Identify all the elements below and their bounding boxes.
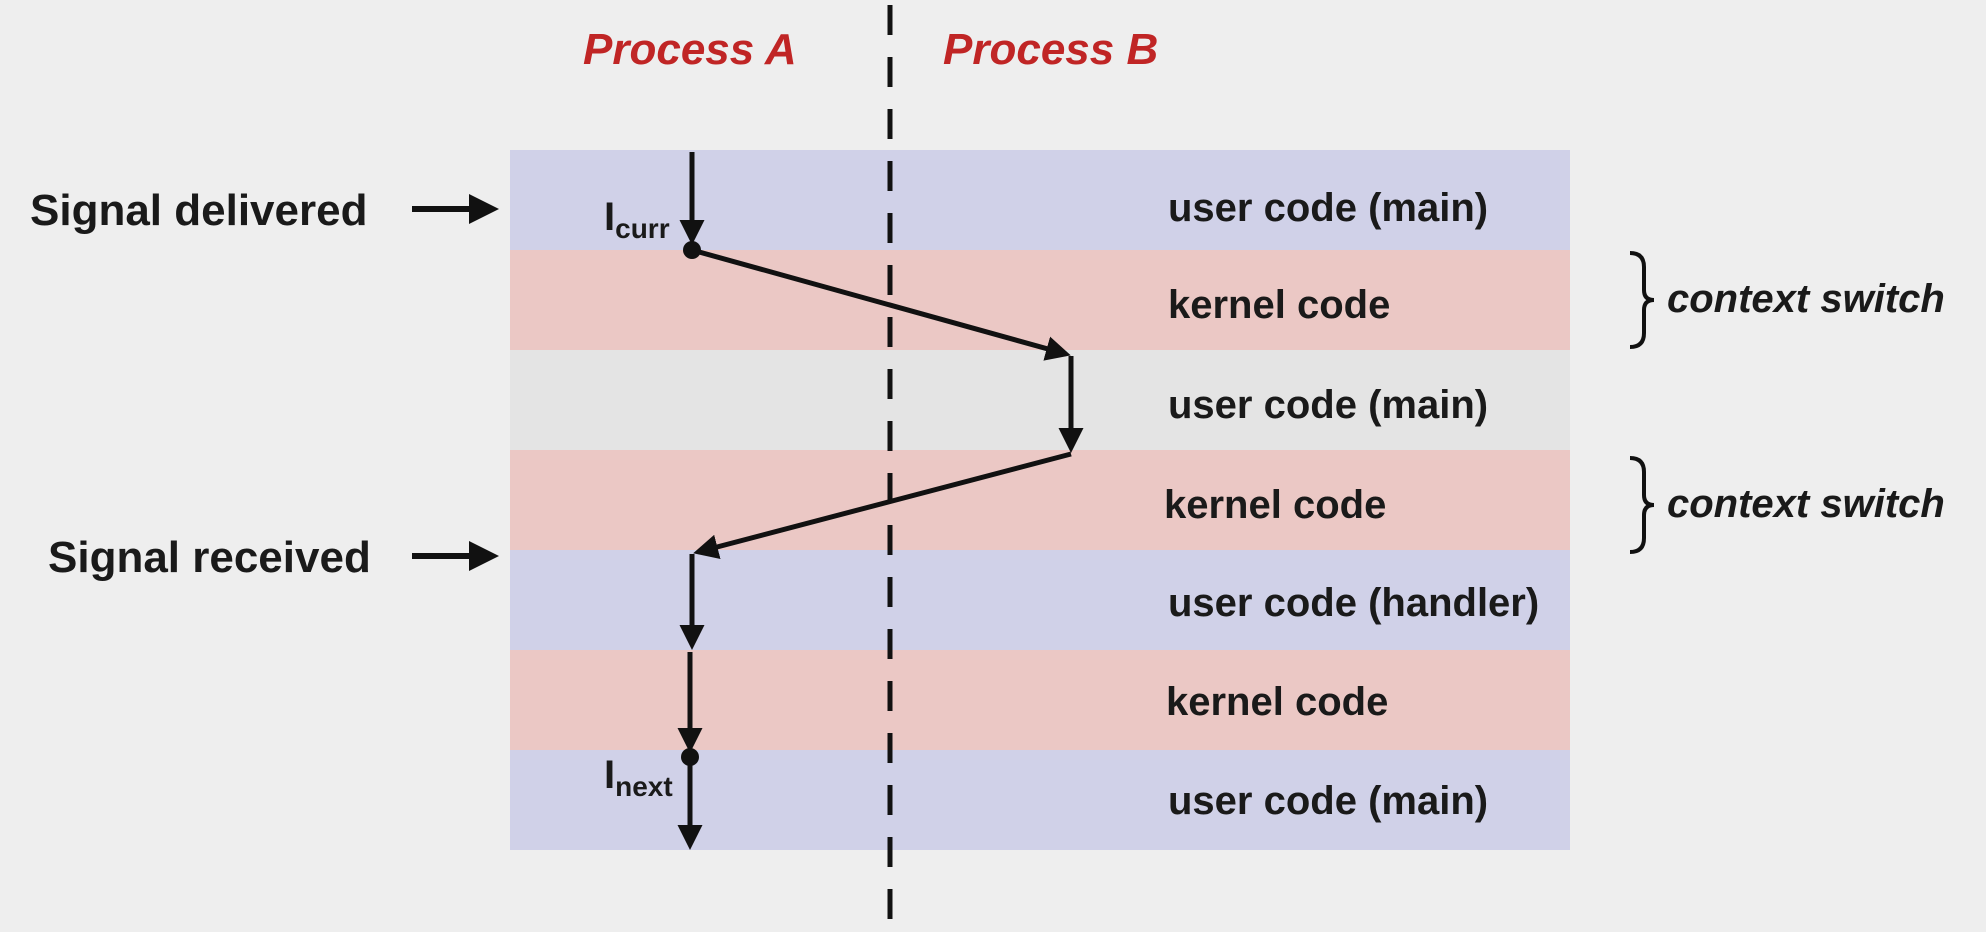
- process-a-title: Process A: [583, 25, 797, 74]
- band-label-2: kernel code: [1168, 283, 1390, 327]
- code-bands: [510, 150, 1570, 850]
- context-switch-label-1: context switch: [1667, 277, 1945, 321]
- i-curr-base: I: [604, 195, 615, 239]
- signal-received-label: Signal received: [48, 533, 371, 582]
- band-6-kernel: [510, 650, 1570, 750]
- band-4-kernel: [510, 450, 1570, 550]
- context-switch-brace-1: [1629, 251, 1655, 349]
- i-next-label: Inext: [604, 753, 673, 802]
- band-3-user-main-b: [510, 350, 1570, 450]
- i-curr-sub: curr: [615, 213, 670, 244]
- i-curr-label: Icurr: [604, 195, 670, 244]
- band-label-4: kernel code: [1164, 483, 1386, 527]
- signal-delivered-label: Signal delivered: [30, 186, 367, 235]
- control-flow: [677, 152, 1084, 850]
- band-label-5: user code (handler): [1168, 581, 1539, 625]
- context-switch-brace-2: [1629, 456, 1655, 554]
- band-label-3: user code (main): [1168, 383, 1488, 427]
- band-2-kernel: [510, 250, 1570, 350]
- flow-segment-4: [693, 451, 1072, 560]
- band-labels: user code (main) kernel code user code (…: [1164, 186, 1539, 823]
- i-curr-point: [683, 241, 701, 259]
- process-b-title: Process B: [943, 25, 1158, 74]
- context-switch-label-2: context switch: [1667, 482, 1945, 526]
- band-label-6: kernel code: [1166, 680, 1388, 724]
- band-label-1: user code (main): [1168, 186, 1488, 230]
- i-next-point: [681, 748, 699, 766]
- i-next-sub: next: [615, 771, 673, 802]
- band-label-7: user code (main): [1168, 779, 1488, 823]
- flow-segment-2: [691, 247, 1071, 361]
- i-next-base: I: [604, 753, 615, 797]
